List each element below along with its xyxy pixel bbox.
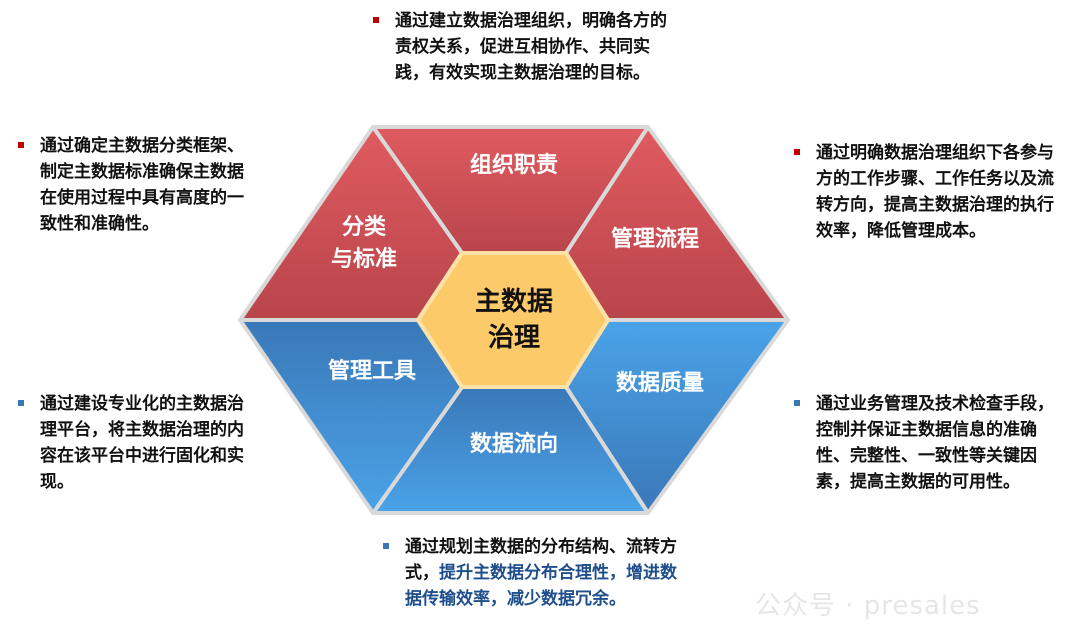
label-org: 组织职责 (470, 152, 558, 178)
watermark: 公众号 · presales (755, 591, 981, 621)
label-tools: 管理工具 (328, 358, 416, 384)
desc-org: 通过建立数据治理组织，明确各方的责权关系，促进互相协作、共同实践，有效实现主数据… (373, 8, 670, 86)
bullet-icon (383, 543, 389, 549)
label-quality: 数据质量 (616, 370, 704, 396)
label-flow: 数据流向 (470, 431, 558, 457)
bullet-icon (794, 149, 800, 155)
label-standard-2: 与标准 (331, 246, 397, 272)
center-title-2: 治理 (488, 323, 540, 353)
desc-flow: 通过规划主数据的分布结构、流转方式，提升主数据分布合理性，增进数据传输效率，减少… (383, 534, 680, 612)
center-title-1: 主数据 (475, 287, 553, 317)
label-process: 管理流程 (611, 226, 699, 252)
desc-tools: 通过建设专业化的主数据治理平台，将主数据治理的内容在该平台中进行固化和实现。 (18, 391, 252, 495)
bullet-icon (373, 17, 379, 23)
desc-standard: 通过确定主数据分类框架、制定主数据标准确保主数据在使用过程中具有高度的一致性和准… (18, 133, 252, 237)
bullet-icon (18, 400, 24, 406)
bullet-icon (18, 142, 24, 148)
desc-process: 通过明确数据治理组织下各参与方的工作步骤、工作任务以及流转方向，提高主数据治理的… (794, 140, 1056, 244)
center-hexagon (415, 251, 611, 389)
desc-quality: 通过业务管理及技术检查手段，控制并保证主数据信息的准确性、完整性、一致性等关键因… (794, 391, 1056, 495)
bullet-icon (794, 400, 800, 406)
label-standard-1: 分类 (342, 215, 387, 240)
